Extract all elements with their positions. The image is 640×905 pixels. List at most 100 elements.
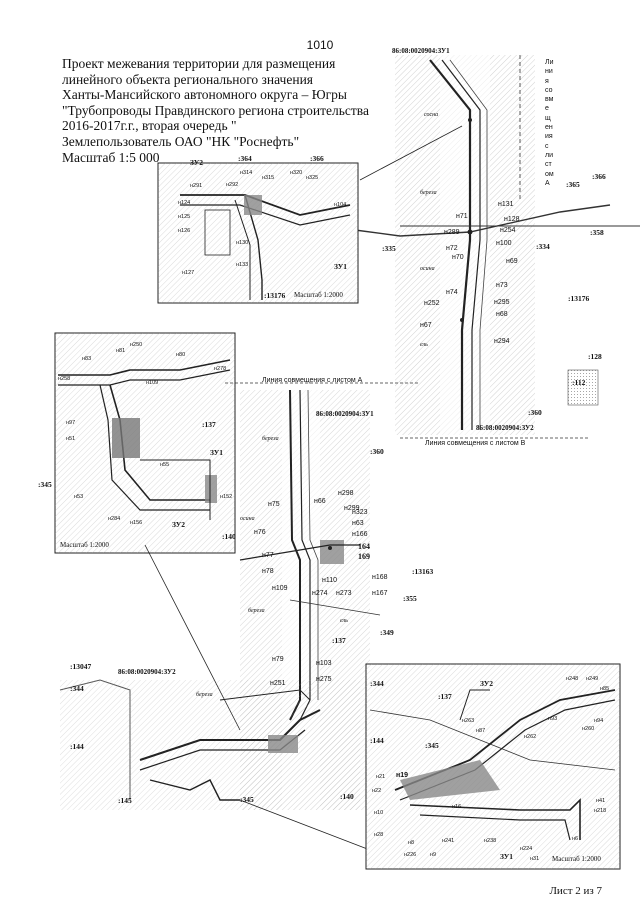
inset-point-label: н224: [520, 846, 533, 852]
inset-point-label: н284: [108, 516, 121, 522]
inset-point-label: н226: [404, 852, 417, 858]
point-label: н76: [254, 529, 266, 536]
parcel-label-zu2-mid: 86:08:0020904:ЗУ2: [476, 424, 534, 432]
inset-point-label: н10: [374, 810, 384, 816]
vegetation-label: береза: [262, 436, 279, 442]
title-line: 2016-2017г.г., вторая очередь ": [62, 118, 237, 134]
point-label: н166: [352, 531, 368, 538]
cadastral-label: :137: [202, 420, 216, 429]
point-label: н71: [456, 213, 468, 220]
point-label: н74: [446, 289, 458, 296]
inset-point-label: н104: [334, 202, 347, 208]
point-label: н298: [338, 490, 354, 497]
inset-point-label: н16: [452, 804, 462, 810]
line-label-sheet-b: Линия совмещения с листом В: [425, 440, 526, 447]
cadastral-label: :145: [118, 796, 132, 805]
inset-scale-b: Масштаб 1:2000: [60, 541, 109, 549]
point-label: н68: [496, 311, 508, 318]
inset-point-label: н248: [566, 676, 579, 682]
inset-point-label: н262: [524, 734, 537, 740]
cadastral-label: :358: [590, 228, 604, 237]
zu-label: ЗУ1: [334, 262, 348, 271]
zu-label: ЗУ2: [190, 158, 204, 167]
point-label: н79: [272, 656, 284, 663]
inset-point-label: н152: [220, 494, 233, 500]
cadastral-label: :13176: [264, 291, 286, 300]
inset-point-label: н238: [484, 838, 497, 844]
inset-point-label: н126: [178, 228, 191, 234]
inset-point-label: н258: [58, 376, 71, 382]
cadastral-label: :112: [572, 378, 586, 387]
title-line: линейного объекта регионального значения: [62, 71, 314, 87]
inset-point-label: н94: [594, 718, 604, 724]
point-label: н251: [270, 680, 286, 687]
title-line: Землепользователь ОАО "НК "Роснефть": [62, 133, 300, 149]
lower-map-area: [59, 679, 371, 851]
cadastral-label: :364: [238, 154, 252, 163]
cadastral-label: :366: [592, 172, 606, 181]
point-label: н252: [424, 300, 440, 307]
inset-point-label: н130: [236, 240, 249, 246]
cadastral-label: :13163: [412, 567, 434, 576]
title-line: Ханты-Мансийского автономного округа – Ю…: [62, 87, 347, 103]
point-label: н131: [498, 201, 514, 208]
cadastral-label: :360: [370, 447, 384, 456]
point-label: н254: [500, 227, 516, 234]
zu-label: ЗУ2: [480, 679, 494, 688]
cadastral-label: :140: [340, 792, 354, 801]
inset-point-label: н125: [178, 214, 191, 220]
title-scale: Масштаб 1:5 000: [62, 149, 160, 165]
point-label: н66: [314, 498, 326, 505]
point-label: н77: [262, 552, 274, 559]
inset-point-label: н80: [176, 352, 186, 358]
inset-point-label: н31: [530, 856, 540, 862]
inset-point-label: н22: [372, 788, 382, 794]
parcel-label-zu1-mid: 86:08:0020904:ЗУ1: [316, 410, 374, 418]
point-label: н167: [372, 590, 388, 597]
inset-point-label: н292: [226, 182, 239, 188]
inset-point-label: н325: [306, 175, 319, 181]
point-label: н109: [272, 585, 288, 592]
cadastral-label: :355: [403, 594, 417, 603]
cadastral-label: :349: [380, 628, 394, 637]
inset-scale-a: Масштаб 1:2000: [294, 291, 343, 299]
cadastral-label: :345: [38, 480, 52, 489]
point-label: н110: [322, 577, 338, 584]
inset-point-label: н156: [130, 520, 143, 526]
cadastral-label: :13176: [568, 294, 590, 303]
inset-point-label: н9: [430, 852, 437, 858]
parcel-label-zu1-top: 86:08:0020904:ЗУ1: [392, 47, 450, 55]
line-label-sheet-a: Линия совмещения с листом А: [262, 377, 363, 384]
cadastral-label: :345: [425, 741, 439, 750]
inset-point-label: н51: [66, 436, 76, 442]
parcel-label-zu2-bottom: 86:08:0020904:ЗУ2: [118, 668, 176, 676]
inset-point-label: н55: [160, 462, 170, 468]
cadastral-label: 164: [358, 542, 370, 551]
vegetation-label: береза: [248, 608, 265, 614]
point-label: н78: [262, 568, 274, 575]
vegetation-label: осина: [240, 516, 255, 522]
inset-point-label: н278: [214, 366, 227, 372]
inset-point-label: н218: [594, 808, 607, 814]
inset-point-label: н97: [66, 420, 76, 426]
point-label: н70: [452, 254, 464, 261]
inset-point-label: н249: [586, 676, 599, 682]
inset-point-label: н41: [596, 798, 606, 804]
cadastral-label: :334: [536, 242, 550, 251]
vegetation-label: береза: [196, 692, 213, 698]
inset-point-label: н81: [116, 348, 126, 354]
cadastral-label: :128: [588, 352, 602, 361]
page-number: 1010: [306, 38, 334, 52]
title-line: Проект межевания территории для размещен…: [62, 56, 336, 71]
point-label: н103: [316, 660, 332, 667]
vegetation-label: осина: [420, 266, 435, 272]
cadastral-label: :345: [240, 795, 254, 804]
cadastral-label: :140: [222, 532, 236, 541]
inset-map-b: [54, 332, 236, 554]
cadastral-label: :335: [382, 244, 396, 253]
inset-point-label: н83: [82, 356, 92, 362]
inset-point-label: н133: [236, 262, 249, 268]
point-label: н295: [494, 299, 510, 306]
point-label: н67: [420, 322, 432, 329]
